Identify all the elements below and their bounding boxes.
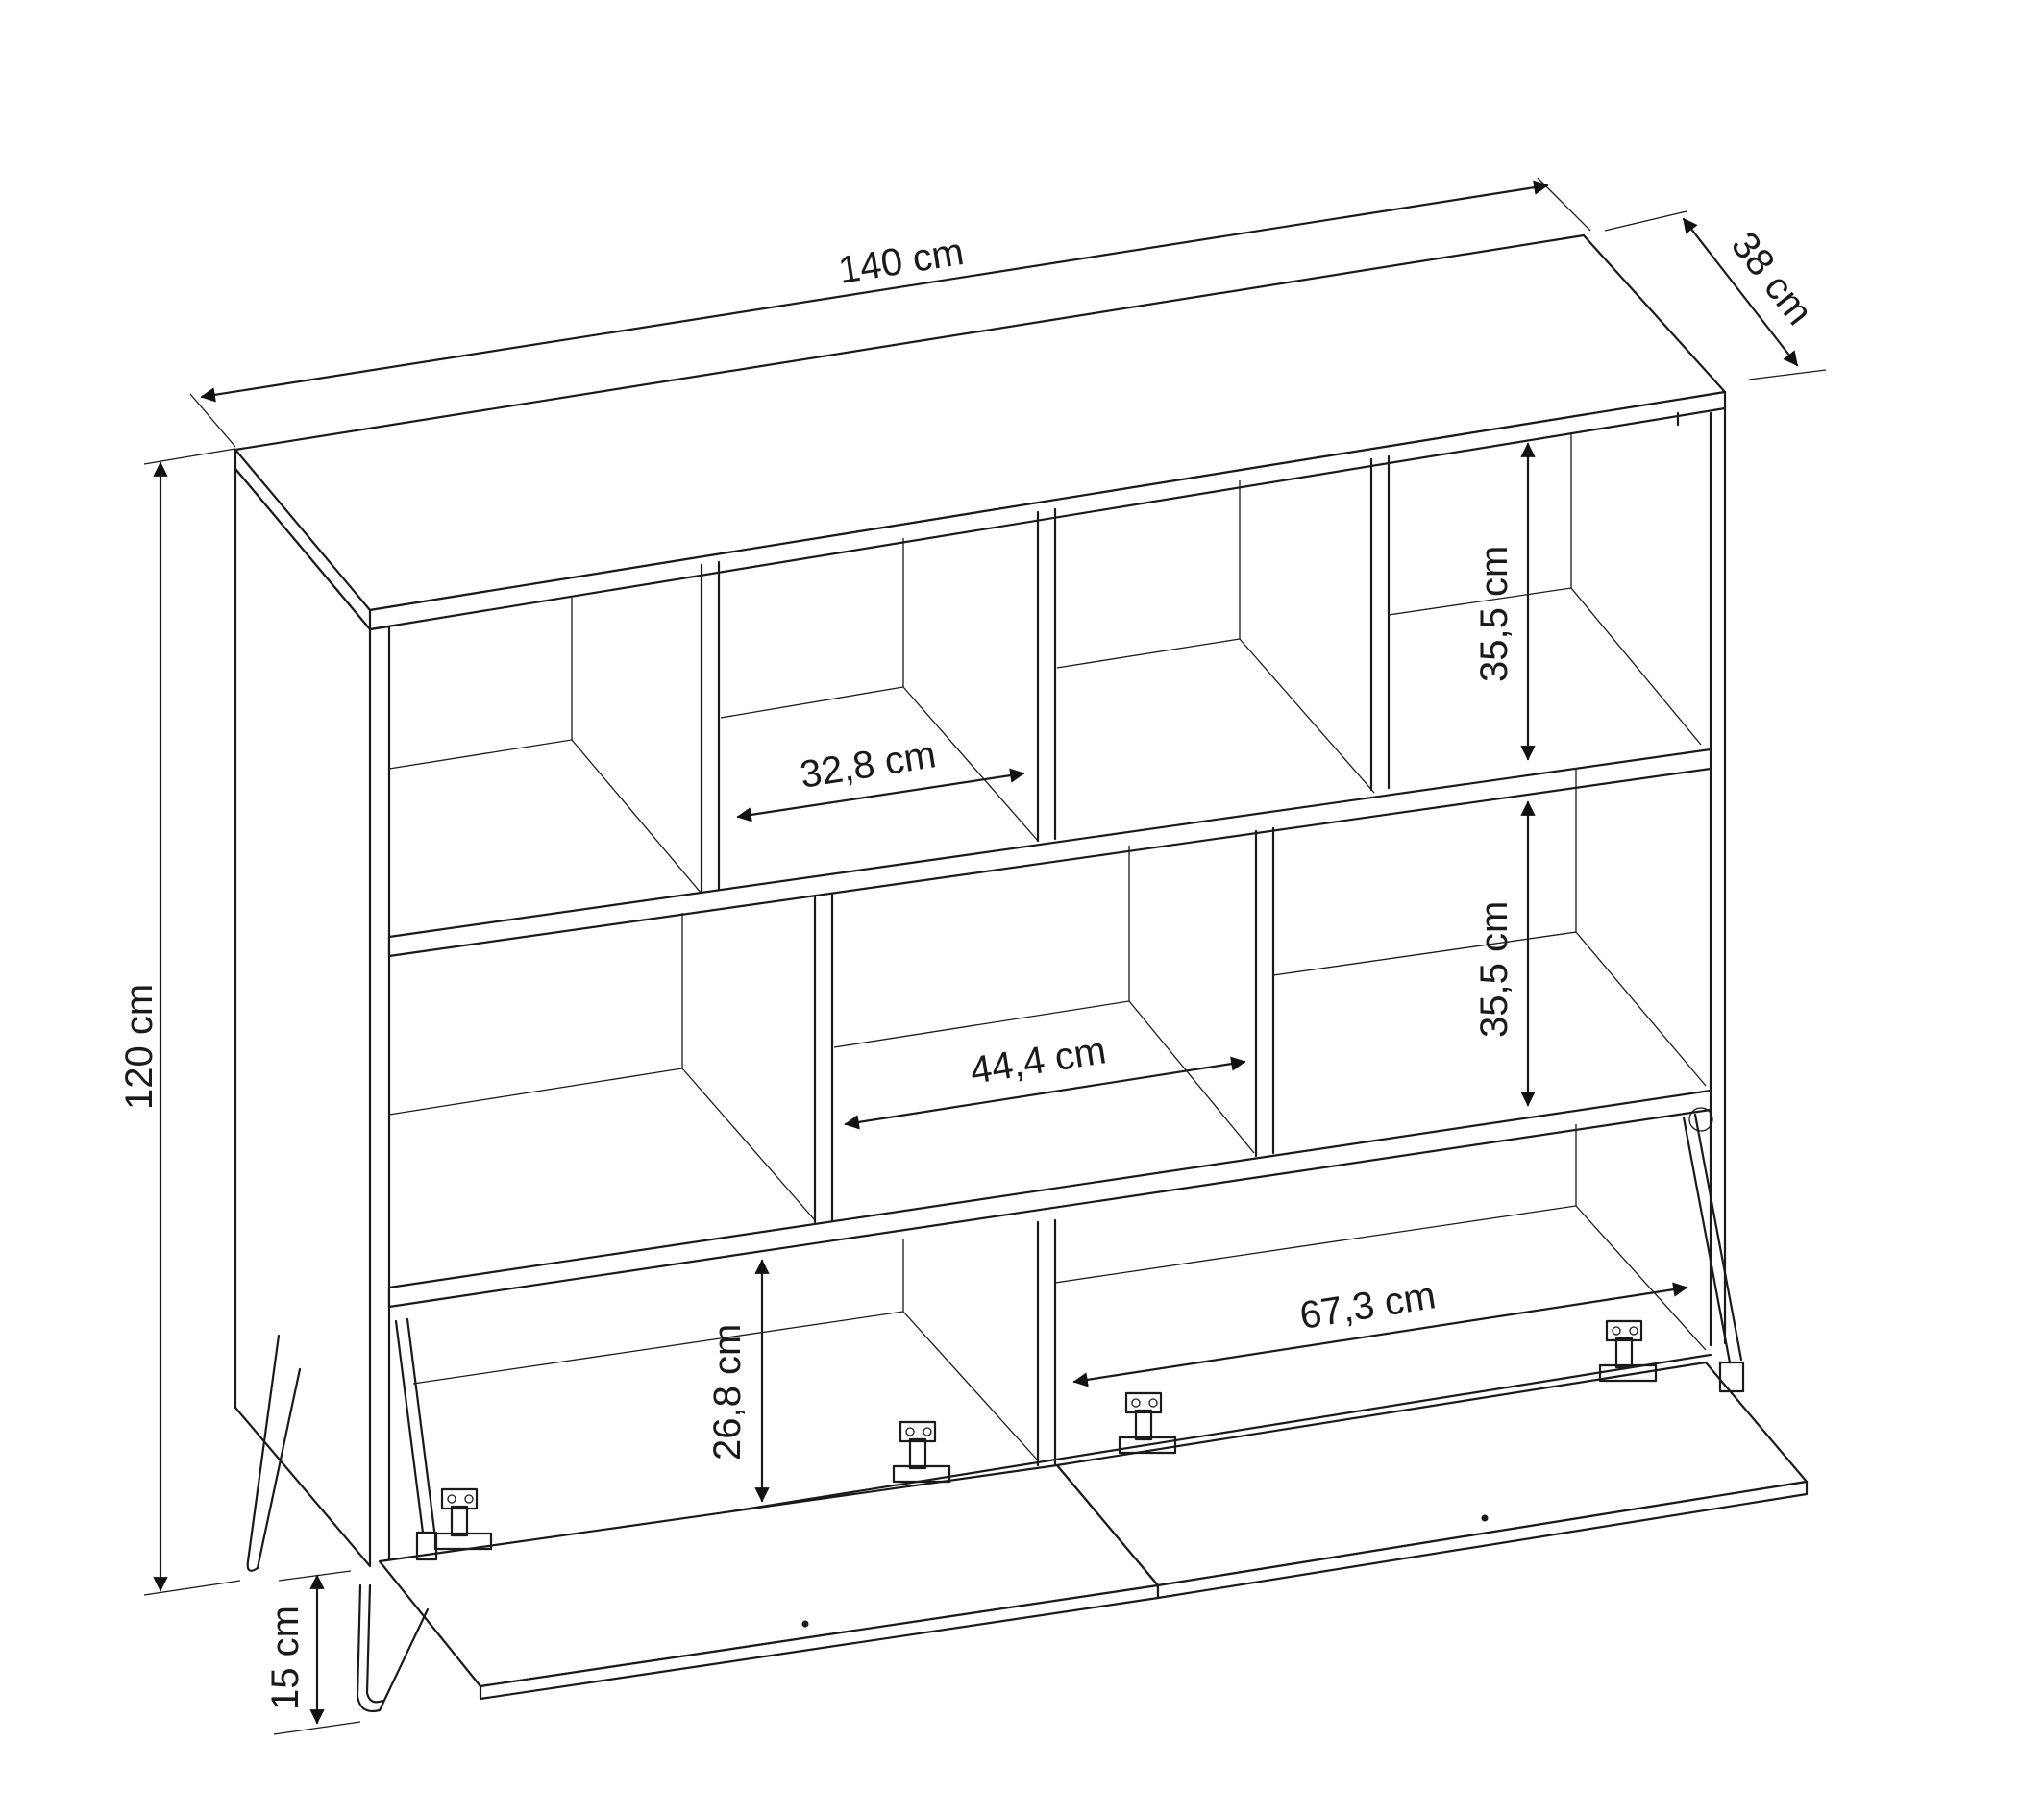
shelf-2: [387, 1089, 1712, 1309]
width-label: 140 cm: [836, 231, 967, 292]
left-side-panel: [234, 467, 372, 1568]
hinge-2: [1118, 1391, 1177, 1455]
depth-label: 38 cm: [1723, 224, 1821, 332]
hinge-1: [892, 1420, 951, 1484]
leg-height-label: 15 cm: [264, 1606, 307, 1710]
middle-height-label: 35,5 cm: [1473, 901, 1515, 1038]
dimension-lines: [143, 177, 1827, 1735]
middle-width-label: 44,4 cm: [968, 1029, 1109, 1092]
shelf-1: [387, 748, 1712, 958]
upper-row-back: [388, 598, 573, 770]
height-label: 120 cm: [118, 984, 160, 1110]
cabinet-body: [234, 233, 1727, 1568]
upper-height-label: 35,5 cm: [1473, 546, 1515, 682]
hinge-4: [433, 1487, 493, 1551]
gas-struts: [394, 1107, 1745, 1561]
drop-flaps: [378, 1361, 1809, 1701]
upper-width-label: 32,8 cm: [798, 733, 939, 797]
hairpin-legs: [246, 1334, 430, 1713]
bottom-height-label: 26,8 cm: [706, 1324, 749, 1460]
